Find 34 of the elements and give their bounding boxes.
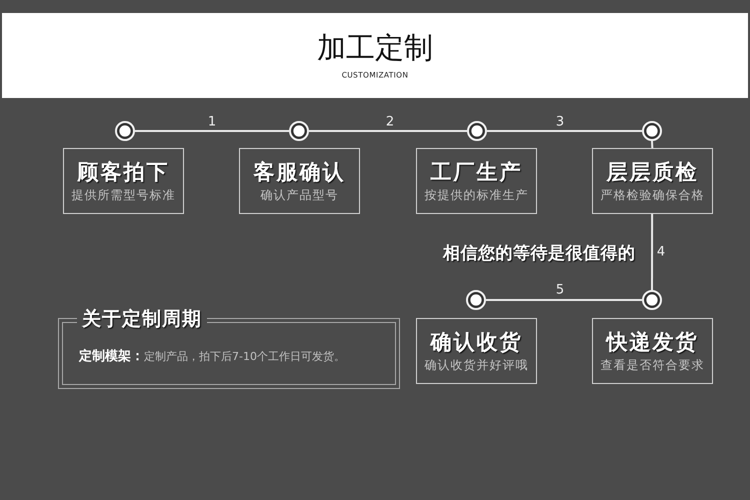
step-box <box>239 148 360 214</box>
step-circle <box>466 290 486 310</box>
step-circle <box>642 121 662 141</box>
step-box <box>416 148 537 214</box>
slogan-text: 相信您的等待是很值得的 <box>443 242 636 264</box>
connector-line <box>487 130 642 132</box>
step-description: 严格检验确保合格 <box>600 188 704 202</box>
step-circle <box>289 121 309 141</box>
info-text: 定制模架：定制产品，拍下后7-10个工作日可发货。 <box>79 349 345 365</box>
step-description: 确认收货并好评哦 <box>424 358 528 372</box>
step-title: 工厂生产 <box>430 160 522 184</box>
step-title: 层层质检 <box>606 160 698 184</box>
info-heading: 关于定制周期 <box>77 307 207 331</box>
step-description: 按提供的标准生产 <box>424 188 528 202</box>
step-circle <box>467 121 487 141</box>
title: 加工定制 <box>317 31 433 65</box>
connector-line <box>309 130 467 132</box>
connector-line <box>651 140 654 148</box>
connector-line <box>486 299 642 301</box>
step-circle <box>642 290 662 310</box>
step-box <box>416 318 537 384</box>
connector-line <box>135 130 289 132</box>
step-box <box>592 318 713 384</box>
step-description: 提供所需型号标准 <box>72 188 176 202</box>
step-circle <box>115 121 135 141</box>
connector-line <box>651 214 654 290</box>
step-title: 确认收货 <box>430 330 522 354</box>
step-title: 顾客拍下 <box>78 160 170 184</box>
step-description: 确认产品型号 <box>260 188 338 202</box>
step-title: 客服确认 <box>254 160 346 184</box>
step-title: 快递发货 <box>606 330 698 354</box>
step-description: 查看是否符合要求 <box>600 358 704 372</box>
step-box <box>63 148 184 214</box>
step-box <box>592 148 713 214</box>
